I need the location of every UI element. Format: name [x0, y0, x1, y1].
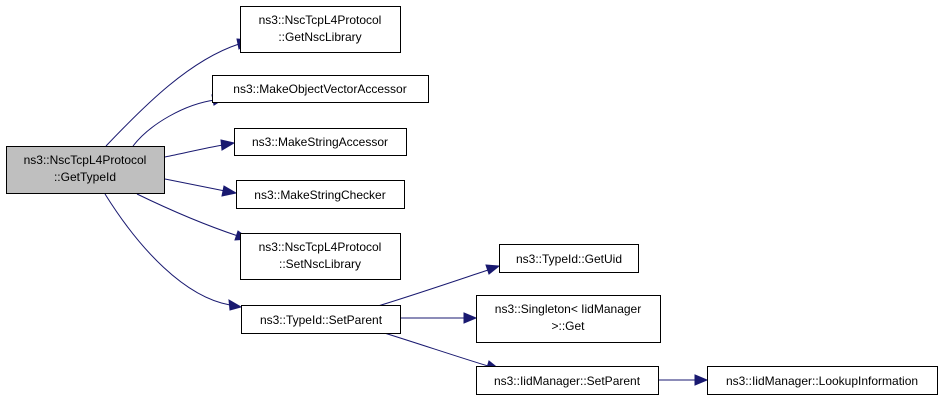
node-label-line1: ns3::NscTcpL4Protocol: [259, 240, 382, 254]
node-typeid-setparent[interactable]: ns3::TypeId::SetParent: [241, 305, 401, 334]
edge-gettypeid-to-makestringchecker: [164, 178, 238, 197]
node-label: ns3::IidManager::SetParent: [494, 374, 641, 388]
node-nsctcpl4protocol-setnsclibrary[interactable]: ns3::NscTcpL4Protocol ::SetNscLibrary: [240, 233, 401, 280]
node-label-line2: ::GetTypeId: [54, 170, 116, 184]
node-makestringaccessor[interactable]: ns3::MakeStringAccessor: [234, 128, 407, 156]
node-label: ns3::MakeObjectVectorAccessor: [233, 82, 406, 96]
node-label-line2: ::GetNscLibrary: [278, 30, 361, 44]
node-label-line1: ns3::NscTcpL4Protocol: [259, 13, 382, 27]
node-singleton-iidmanager-get[interactable]: ns3::Singleton< IidManager >::Get: [476, 295, 661, 343]
node-label-line2: >::Get: [551, 319, 585, 333]
edge-typeid-setparent-to-singleton-get: [401, 312, 478, 324]
node-makeobjectvectoraccessor[interactable]: ns3::MakeObjectVectorAccessor: [212, 75, 429, 103]
edge-iidmanager-setparent-to-lookupinformation: [659, 374, 709, 386]
node-label: ns3::TypeId::GetUid: [516, 252, 622, 266]
node-label: ns3::IidManager::LookupInformation: [726, 374, 918, 388]
node-iidmanager-lookupinformation[interactable]: ns3::IidManager::LookupInformation: [707, 366, 938, 395]
edge-typeid-setparent-to-getuid: [377, 264, 501, 307]
node-label-line1: ns3::Singleton< IidManager: [495, 302, 641, 316]
node-makestringchecker[interactable]: ns3::MakeStringChecker: [236, 180, 405, 209]
node-nsctcpl4protocol-getnsclibrary[interactable]: ns3::NscTcpL4Protocol ::GetNscLibrary: [240, 6, 401, 53]
node-label: ns3::TypeId::SetParent: [260, 313, 383, 327]
edge-gettypeid-to-makestringaccessor: [164, 139, 236, 158]
node-typeid-getuid[interactable]: ns3::TypeId::GetUid: [499, 244, 639, 273]
edge-gettypeid-to-makeobjectvectoraccessor: [132, 94, 227, 147]
node-label: ns3::MakeStringAccessor: [252, 135, 388, 149]
node-label-line2: ::SetNscLibrary: [279, 257, 361, 271]
node-nsctcpl4protocol-gettypeid[interactable]: ns3::NscTcpL4Protocol ::GetTypeId: [6, 146, 165, 194]
edge-gettypeid-to-setnsclibrary: [136, 193, 251, 241]
edge-gettypeid-to-typeid-setparent: [104, 193, 243, 311]
node-iidmanager-setparent[interactable]: ns3::IidManager::SetParent: [476, 366, 659, 395]
node-label: ns3::MakeStringChecker: [254, 188, 385, 202]
node-label-line1: ns3::NscTcpL4Protocol: [24, 153, 147, 167]
